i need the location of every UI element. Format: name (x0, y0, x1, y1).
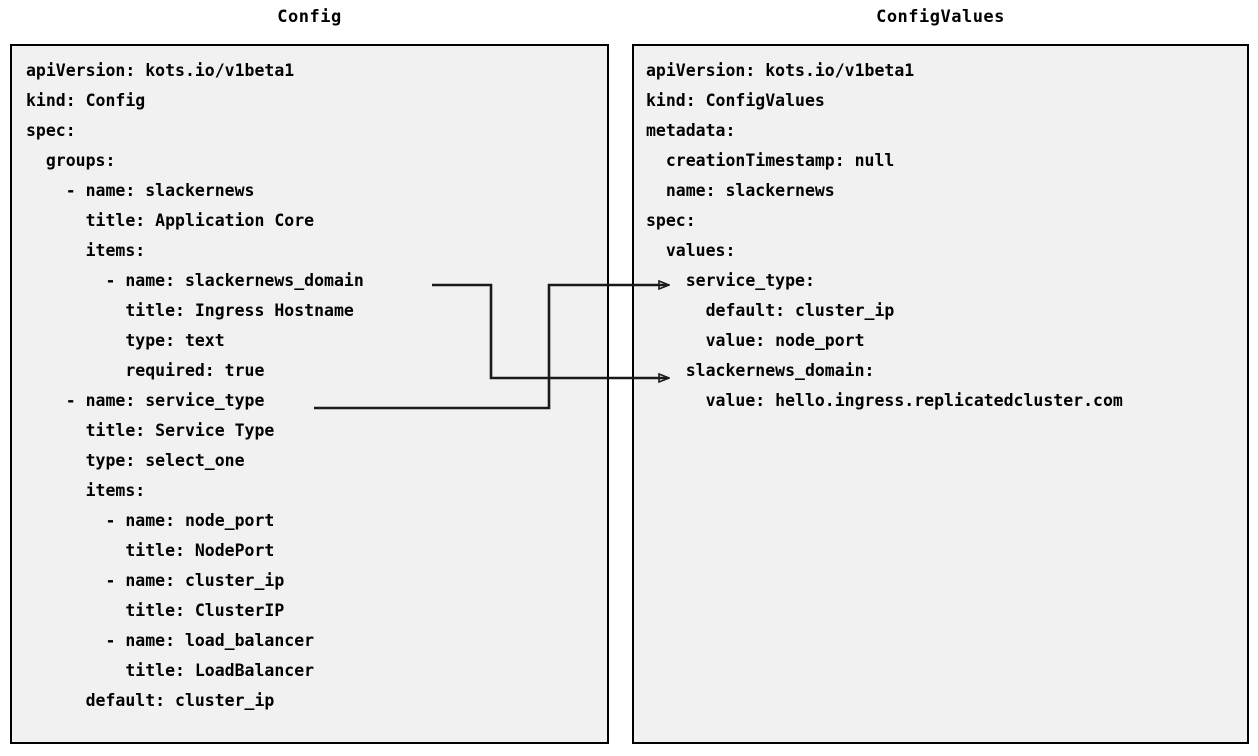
configvalues-yaml-line: values: (646, 241, 736, 260)
configvalues-yaml-line: metadata: (646, 121, 736, 140)
config-yaml-line: type: text (26, 331, 225, 350)
config-yaml-line: default: cluster_ip (26, 691, 275, 710)
config-yaml-line: title: Ingress Hostname (26, 301, 354, 320)
page-title-configvalues: ConfigValues (876, 7, 1005, 27)
config-yaml-line: type: select_one (26, 451, 245, 470)
configvalues-yaml-line: creationTimestamp: null (646, 151, 895, 170)
config-panel: apiVersion: kots.io/v1beta1 kind: Config s… (10, 44, 609, 744)
config-yaml-line: - name: slackernews (26, 181, 255, 200)
configvalues-yaml-line: service_type: (646, 271, 815, 290)
config-yaml-line: - name: service_type (26, 391, 265, 410)
config-yaml-line: title: NodePort (26, 541, 275, 560)
configvalues-yaml-line: default: cluster_ip (646, 301, 895, 320)
config-yaml-line: items: (26, 481, 146, 500)
configvalues-yaml-line: kind: ConfigValues (646, 91, 825, 110)
config-yaml-line: items: (26, 241, 146, 260)
config-yaml-line: spec: (26, 121, 76, 140)
page-title-config: Config (277, 7, 342, 27)
config-yaml-line: title: Service Type (26, 421, 275, 440)
config-yaml-line: - name: slackernews_domain (26, 271, 364, 290)
configvalues-yaml-line: apiVersion: kots.io/v1beta1 (646, 61, 915, 80)
configvalues-panel: apiVersion: kots.io/v1beta1 kind: ConfigV… (632, 44, 1249, 744)
configvalues-yaml-line: spec: (646, 211, 696, 230)
configvalues-yaml-line: value: hello.ingress.replicatedcluster.c… (646, 391, 1123, 410)
config-yaml-line: required: true (26, 361, 265, 380)
config-yaml-line: - name: load_balancer (26, 631, 315, 650)
configvalues-yaml-line: value: node_port (646, 331, 865, 350)
config-yaml-line: title: Application Core (26, 211, 315, 230)
configvalues-code-block: apiVersion: kots.io/v1beta1 kind: ConfigV… (634, 46, 1123, 416)
config-yaml-line: apiVersion: kots.io/v1beta1 (26, 61, 295, 80)
config-yaml-line: - name: cluster_ip (26, 571, 285, 590)
config-yaml-line: kind: Config (26, 91, 146, 110)
config-yaml-line: - name: node_port (26, 511, 275, 530)
config-yaml-line: groups: (26, 151, 116, 170)
config-code-block: apiVersion: kots.io/v1beta1 kind: Config s… (12, 46, 364, 716)
configvalues-yaml-line: slackernews_domain: (646, 361, 875, 380)
configvalues-yaml-line: name: slackernews (646, 181, 835, 200)
config-yaml-line: title: LoadBalancer (26, 661, 315, 680)
config-yaml-line: title: ClusterIP (26, 601, 285, 620)
